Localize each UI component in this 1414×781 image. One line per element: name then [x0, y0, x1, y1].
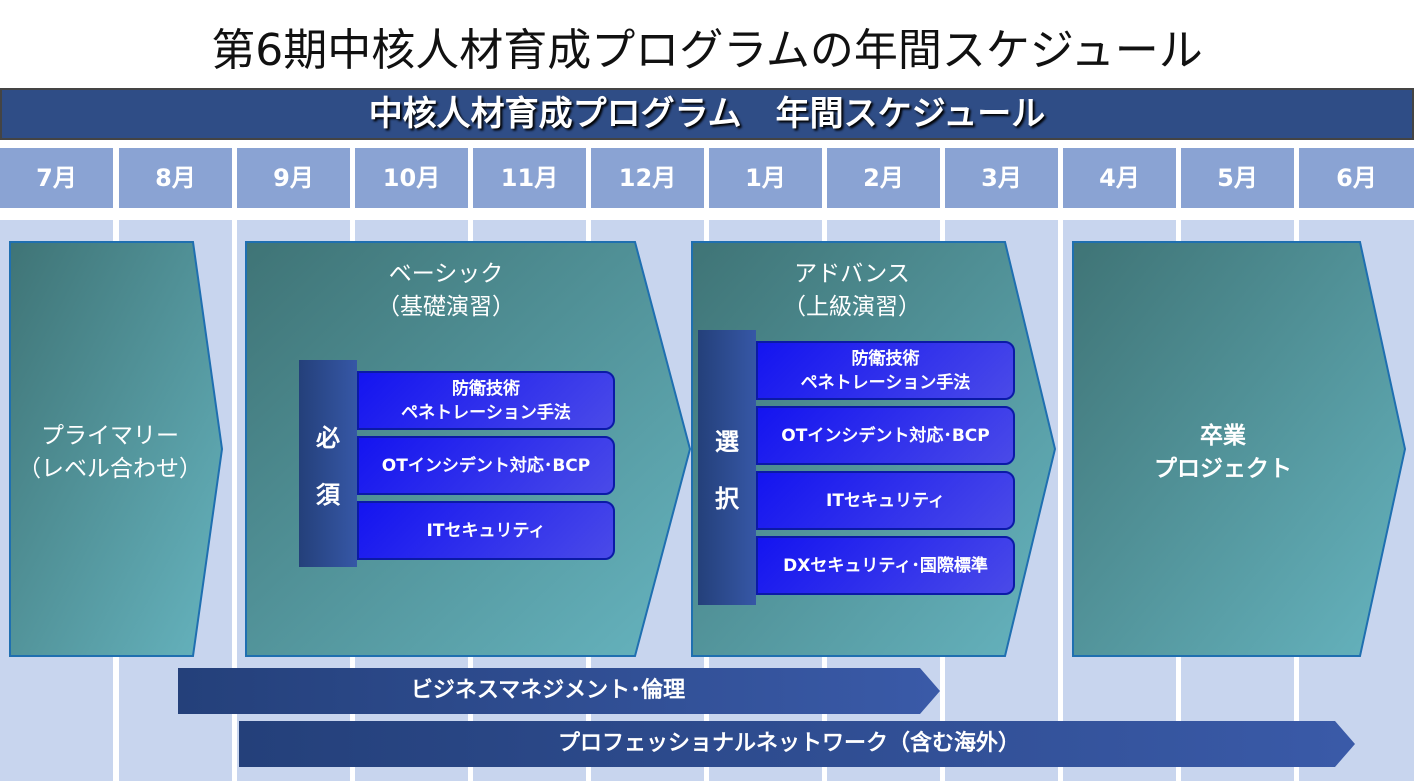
- required-course-it: ITセキュリティ: [357, 501, 615, 560]
- required-char: 須: [316, 480, 340, 509]
- required-char: 必: [316, 423, 340, 452]
- month-header: 11月: [473, 148, 586, 208]
- elective-char: 択: [715, 484, 739, 513]
- month-header: 1月: [709, 148, 822, 208]
- schedule-banner: 中核人材育成プログラム 年間スケジュール: [0, 88, 1414, 140]
- elective-course-defense: 防衛技術 ペネトレーション手法: [756, 341, 1015, 400]
- month-header: 8月: [119, 148, 232, 208]
- elective-course-ot: OTインシデント対応･BCP: [756, 406, 1015, 465]
- primary-label: プライマリー （レベル合わせ）: [18, 423, 202, 482]
- month-header: 12月: [591, 148, 704, 208]
- month-header: 6月: [1299, 148, 1414, 208]
- advanced-label: アドバンス （上級演習）: [783, 261, 921, 320]
- required-course-ot: OTインシデント対応･BCP: [357, 436, 615, 495]
- required-label: 必 須: [299, 360, 357, 567]
- basic-label: ベーシック （基礎演習）: [377, 261, 515, 320]
- month-header: 10月: [355, 148, 468, 208]
- elective-char: 選: [715, 427, 739, 456]
- graduation-label: 卒業 プロジェクト: [1154, 423, 1292, 482]
- elective-course-it: ITセキュリティ: [756, 471, 1015, 530]
- elective-course-dx: DXセキュリティ･国際標準: [756, 536, 1015, 595]
- business-bar-arrow: [178, 668, 940, 714]
- month-header: 7月: [0, 148, 113, 208]
- primary-chevron: [9, 241, 224, 657]
- network-bar-label: プロフェッショナルネットワーク（含む海外）: [557, 731, 1020, 756]
- month-header: 4月: [1063, 148, 1176, 208]
- month-header: 2月: [827, 148, 940, 208]
- month-header: 3月: [945, 148, 1058, 208]
- month-header: 9月: [237, 148, 350, 208]
- graduation-chevron: [1072, 241, 1407, 657]
- month-header: 5月: [1181, 148, 1294, 208]
- business-bar-label: ビジネスマネジメント･倫理: [410, 678, 686, 703]
- page-title: 第6期中核人材育成プログラムの年間スケジュール: [211, 25, 1203, 76]
- network-bar-arrow: [239, 721, 1355, 767]
- required-course-defense: 防衛技術 ペネトレーション手法: [357, 371, 615, 430]
- elective-label: 選 択: [698, 330, 756, 605]
